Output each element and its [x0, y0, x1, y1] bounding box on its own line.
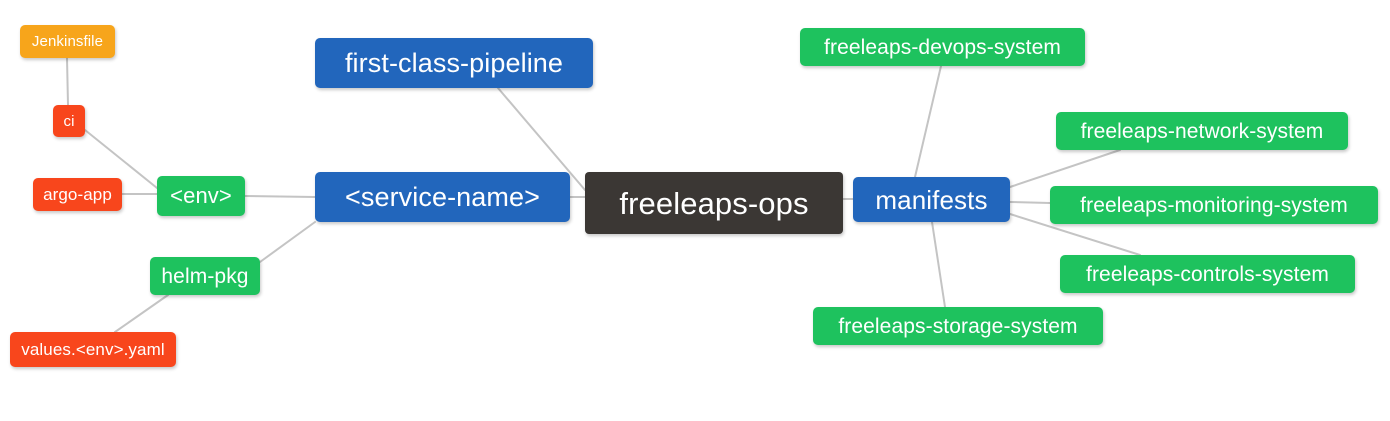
node-jenkinsfile[interactable]: Jenkinsfile — [20, 25, 115, 58]
node-first-class-pipeline[interactable]: first-class-pipeline — [315, 38, 593, 88]
node-freeleaps-controls-system[interactable]: freeleaps-controls-system — [1060, 255, 1355, 293]
node-helm-pkg[interactable]: helm-pkg — [150, 257, 260, 295]
node-freeleaps-storage-system[interactable]: freeleaps-storage-system — [813, 307, 1103, 345]
node-ci[interactable]: ci — [53, 105, 85, 137]
node-values-env-yaml[interactable]: values.<env>.yaml — [10, 332, 176, 367]
node-freeleaps-network-system[interactable]: freeleaps-network-system — [1056, 112, 1348, 150]
node-freeleaps-ops[interactable]: freeleaps-ops — [585, 172, 843, 234]
node-service-name[interactable]: <service-name> — [315, 172, 570, 222]
node-manifests[interactable]: manifests — [853, 177, 1010, 222]
node-freeleaps-monitoring-system[interactable]: freeleaps-monitoring-system — [1050, 186, 1378, 224]
node-env[interactable]: <env> — [157, 176, 245, 216]
node-argo-app[interactable]: argo-app — [33, 178, 122, 211]
node-freeleaps-devops-system[interactable]: freeleaps-devops-system — [800, 28, 1085, 66]
